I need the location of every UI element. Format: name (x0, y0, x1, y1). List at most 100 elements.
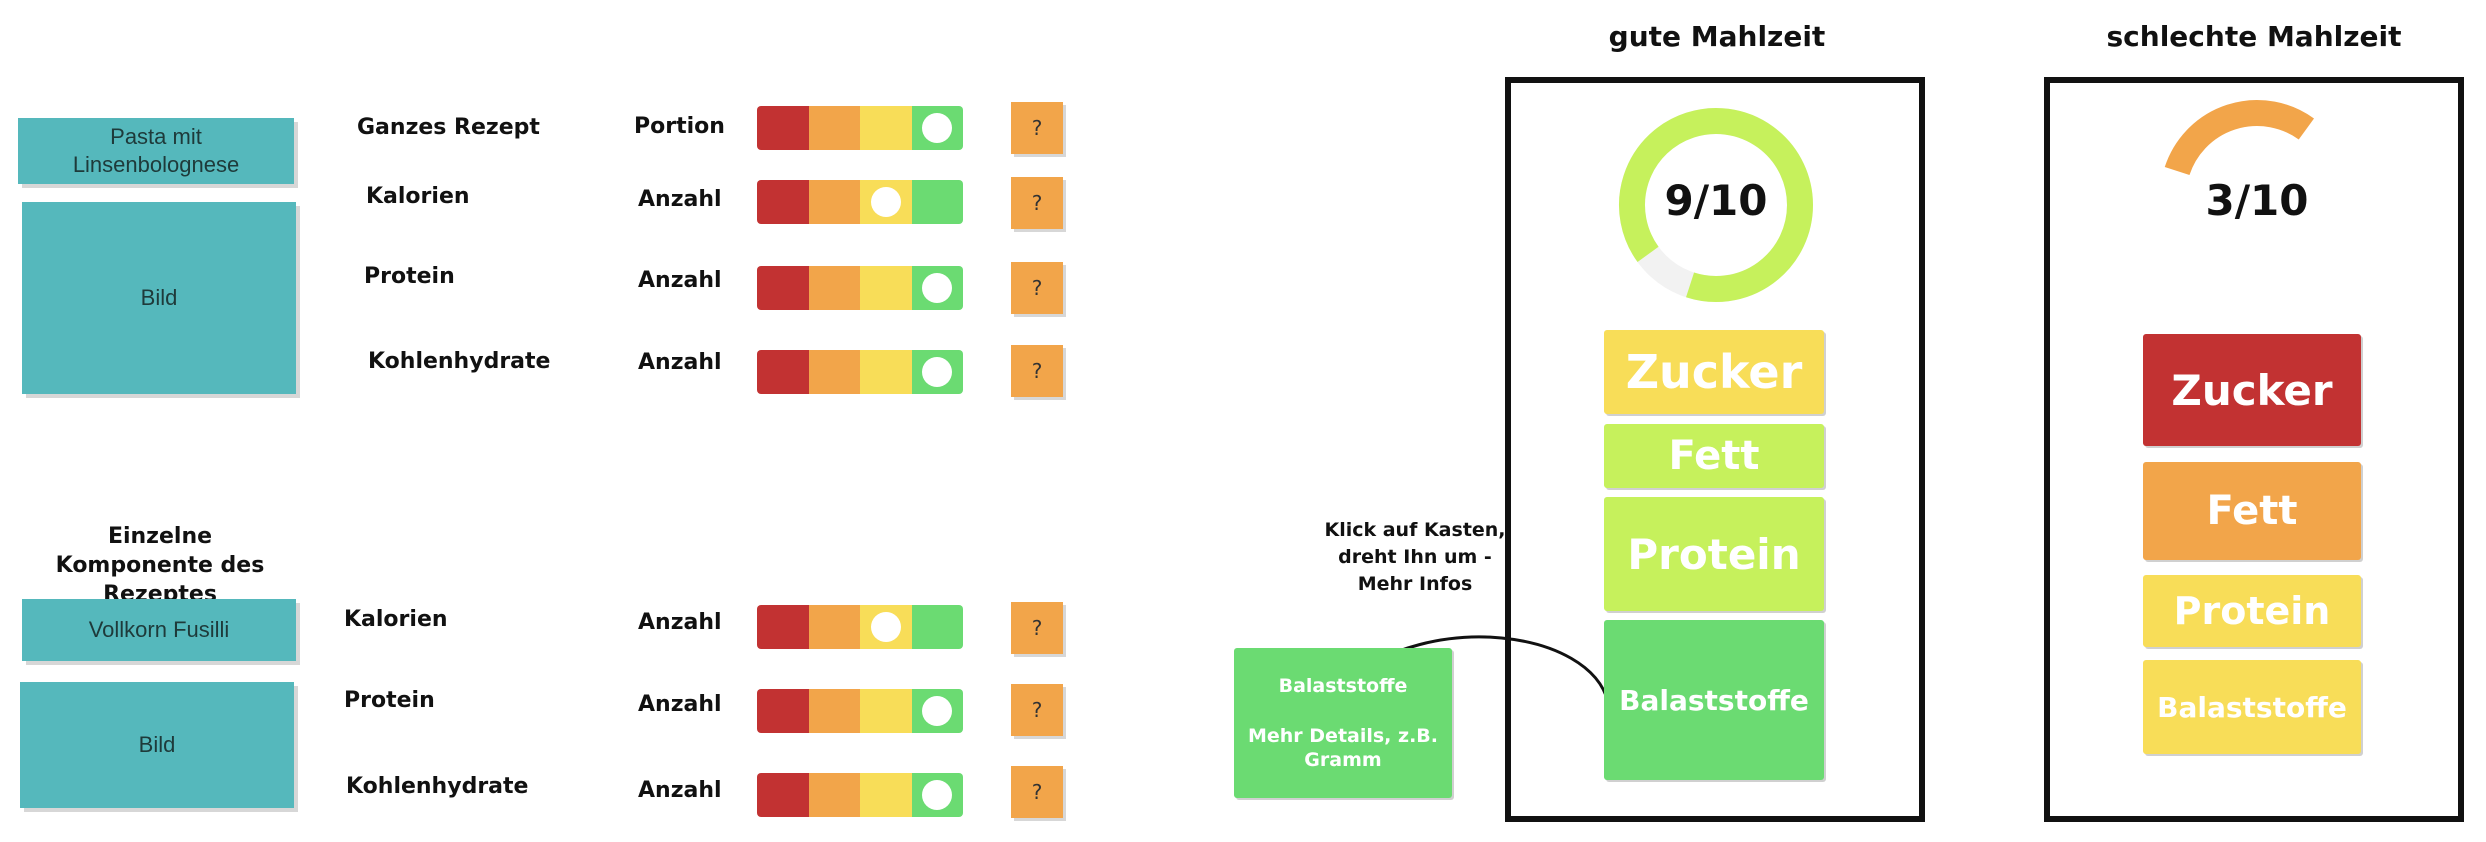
rating-segment[interactable] (911, 266, 963, 310)
bad-bar-balaststoffe[interactable]: Balaststoffe (2143, 660, 2361, 754)
component-image-label: Bild (138, 732, 176, 757)
row-unit-portion: Portion (634, 114, 725, 139)
rating-segment[interactable] (860, 180, 912, 224)
rating-segment[interactable] (757, 106, 809, 150)
rating-segment[interactable] (911, 350, 963, 394)
component-name: Vollkorn Fusilli (88, 617, 230, 642)
bad-meal-title: schlechte Mahlzeit (2106, 20, 2402, 53)
question-icon: ? (1031, 276, 1043, 300)
row-unit-anzahl: Anzahl (638, 692, 722, 717)
rating-segment[interactable] (860, 689, 912, 733)
bar-label: Zucker (2171, 365, 2333, 415)
rating-segment[interactable] (757, 266, 809, 310)
rating-segment[interactable] (757, 689, 809, 733)
help-button[interactable]: ? (1011, 262, 1063, 314)
rating-segment[interactable] (860, 773, 912, 817)
rating-segment[interactable] (808, 350, 860, 394)
row-unit-anzahl: Anzahl (638, 610, 722, 635)
row-unit-anzahl: Anzahl (638, 187, 722, 212)
rating-segment[interactable] (757, 180, 809, 224)
rating-slider[interactable] (757, 106, 963, 150)
rating-segment[interactable] (808, 773, 860, 817)
component-heading: Einzelne Komponente des Rezeptes (55, 524, 265, 607)
good-meal-score-gauge (1619, 108, 1813, 302)
bar-label: Fett (2206, 488, 2298, 534)
bad-meal-score-gauge (2164, 100, 2315, 176)
rating-slider[interactable] (757, 266, 963, 310)
rating-slider[interactable] (757, 689, 963, 733)
rating-segment[interactable] (860, 350, 912, 394)
rating-segment[interactable] (808, 689, 860, 733)
rating-segment[interactable] (911, 689, 963, 733)
rating-knob[interactable] (870, 612, 901, 642)
row-label-ganzes-rezept: Ganzes Rezept (357, 115, 540, 140)
row-unit-anzahl: Anzahl (638, 350, 722, 375)
rating-knob[interactable] (870, 187, 901, 217)
rating-segment[interactable] (860, 106, 912, 150)
rating-knob[interactable] (922, 357, 953, 387)
rating-segment[interactable] (860, 266, 912, 310)
rating-knob[interactable] (922, 113, 953, 143)
flip-note: Klick auf Kasten, dreht Ihn um - Mehr In… (1324, 519, 1506, 595)
rating-segment[interactable] (808, 106, 860, 150)
bar-label: Balaststoffe (1619, 683, 1809, 717)
recipe-image-placeholder: Bild (22, 202, 296, 394)
rating-slider[interactable] (757, 773, 963, 817)
good-bar-zucker[interactable]: Zucker (1604, 330, 1824, 414)
question-icon: ? (1031, 116, 1043, 140)
rating-segment[interactable] (911, 106, 963, 150)
question-icon: ? (1031, 780, 1043, 804)
rating-knob[interactable] (922, 273, 953, 303)
help-button[interactable]: ? (1011, 602, 1063, 654)
rating-segment[interactable] (911, 773, 963, 817)
row-label-kohlenhydrate: Kohlenhydrate (368, 349, 551, 374)
rating-segment[interactable] (757, 605, 809, 649)
rating-slider[interactable] (757, 605, 963, 649)
row-label-kalorien: Kalorien (366, 184, 470, 209)
row-label-kohlenhydrate: Kohlenhydrate (346, 774, 529, 799)
help-button[interactable]: ? (1011, 684, 1063, 736)
rating-knob[interactable] (922, 780, 953, 810)
recipe-name: Pasta mit Linsenbolognese (72, 124, 240, 177)
row-unit-anzahl: Anzahl (638, 778, 722, 803)
rating-slider[interactable] (757, 350, 963, 394)
bar-label: Protein (1627, 529, 1801, 579)
good-bar-balaststoffe[interactable]: Balaststoffe (1604, 620, 1824, 780)
help-button[interactable]: ? (1011, 345, 1063, 397)
rating-segment[interactable] (911, 180, 963, 224)
recipe-name-box[interactable]: Pasta mit Linsenbolognese (18, 118, 294, 184)
bad-meal-card[interactable] (2044, 77, 2464, 822)
rating-segment[interactable] (911, 605, 963, 649)
bar-label: Balaststoffe (2157, 690, 2347, 724)
bar-label: Fett (1668, 433, 1760, 479)
question-icon: ? (1031, 616, 1043, 640)
rating-segment[interactable] (860, 605, 912, 649)
rating-segment[interactable] (808, 266, 860, 310)
help-button[interactable]: ? (1011, 177, 1063, 229)
rating-segment[interactable] (808, 180, 860, 224)
row-label-protein: Protein (364, 264, 455, 289)
good-bar-protein[interactable]: Protein (1604, 497, 1824, 611)
bad-bar-zucker[interactable]: Zucker (2143, 334, 2361, 446)
row-unit-anzahl: Anzahl (638, 268, 722, 293)
bad-bar-protein[interactable]: Protein (2143, 575, 2361, 647)
rating-knob[interactable] (922, 696, 953, 726)
component-name-box[interactable]: Vollkorn Fusilli (22, 599, 296, 661)
help-button[interactable]: ? (1011, 102, 1063, 154)
bad-meal-score: 3/10 (2205, 176, 2309, 225)
help-button[interactable]: ? (1011, 766, 1063, 818)
flip-card-back[interactable]: Balaststoffe Mehr Details, z.B. Gramm (1234, 648, 1452, 798)
rating-segment[interactable] (757, 350, 809, 394)
bar-label: Zucker (1625, 345, 1803, 399)
rating-segment[interactable] (757, 773, 809, 817)
recipe-image-label: Bild (140, 285, 178, 310)
rating-segment[interactable] (808, 605, 860, 649)
component-image-placeholder: Bild (20, 682, 294, 808)
good-meal-title: gute Mahlzeit (1608, 20, 1826, 53)
rating-slider[interactable] (757, 180, 963, 224)
good-bar-fett[interactable]: Fett (1604, 424, 1824, 488)
bad-bar-fett[interactable]: Fett (2143, 462, 2361, 560)
flip-card-title: Balaststoffe (1278, 675, 1408, 697)
good-meal-card[interactable] (1505, 77, 1925, 822)
row-label-kalorien: Kalorien (344, 607, 448, 632)
